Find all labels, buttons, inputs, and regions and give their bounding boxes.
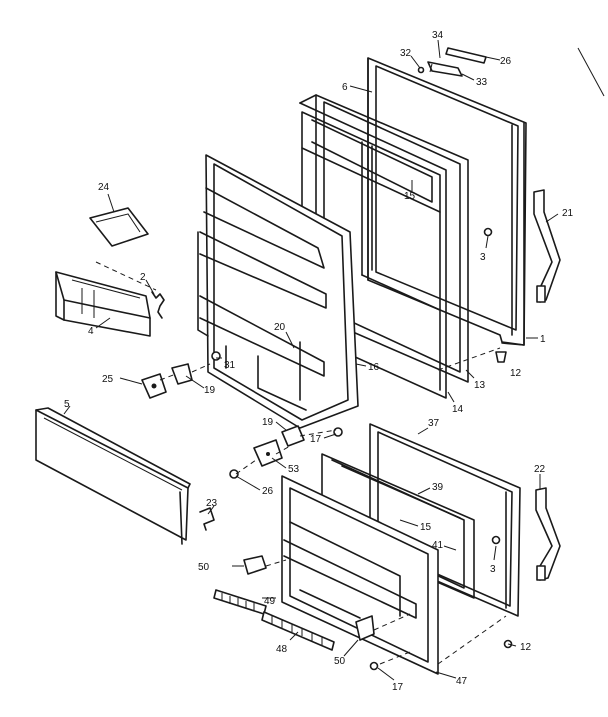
part-48-rail: [261, 611, 335, 651]
callout-25: 25: [102, 374, 114, 385]
callout-12: 12: [510, 368, 522, 379]
callout-21: 21: [562, 208, 574, 219]
part-5-front-panel: [35, 407, 191, 545]
upper-breaker-frame: [301, 111, 441, 391]
callout-12-lower: 12: [520, 642, 532, 653]
callout-16: 16: [368, 362, 380, 373]
callout-48: 48: [276, 644, 288, 655]
upper-hinge: [533, 189, 561, 303]
callout-53: 53: [288, 464, 300, 475]
part-50-hinge-upper: [243, 555, 267, 575]
door-top-trim: [417, 47, 487, 77]
callout-19-lower: 19: [262, 417, 274, 428]
part-25-bracket: [141, 373, 167, 399]
upper-door-inner-liner: [197, 154, 359, 429]
part-24-cover: [89, 207, 149, 247]
callout-24: 24: [98, 182, 110, 193]
callout-labels: 34 32 26 33 6 15 21 3 1 12 13 14 16 24 2…: [64, 30, 574, 693]
callout-50-upper: 50: [198, 562, 210, 573]
part-50-hinge-lower: [355, 615, 375, 641]
callout-39: 39: [432, 482, 444, 493]
part-49-rail: [213, 589, 267, 615]
callout-13: 13: [474, 380, 486, 391]
callout-17-lower: 17: [392, 682, 404, 693]
callout-1: 1: [540, 334, 546, 345]
callout-32: 32: [400, 48, 412, 59]
part-19-bracket-lower: [281, 425, 305, 447]
callout-31: 31: [224, 360, 236, 371]
part-19-bracket-upper: [171, 363, 193, 385]
callout-17-upper: 17: [310, 434, 322, 445]
assembly-lines: [95, 261, 507, 665]
part-2-spring: [151, 291, 165, 319]
callout-3: 3: [480, 252, 486, 263]
part-4-bin: [55, 271, 151, 337]
callout-26: 26: [500, 56, 512, 67]
callout-5: 5: [64, 399, 70, 410]
part-53-hinge-block: [253, 439, 283, 467]
callout-3-lower: 3: [490, 564, 496, 575]
callout-20: 20: [274, 322, 286, 333]
callout-19-upper: 19: [204, 385, 216, 396]
upper-door-outer-panel: [367, 57, 527, 346]
callout-33: 33: [476, 77, 488, 88]
callout-22: 22: [534, 464, 546, 475]
callout-15: 15: [404, 191, 416, 202]
callout-34: 34: [432, 30, 444, 41]
leader-lines: [63, 39, 559, 681]
lower-door-inner-liner: [281, 475, 439, 675]
callout-4: 4: [88, 326, 94, 337]
lower-hinge: [535, 487, 561, 581]
callout-47: 47: [456, 676, 468, 687]
callout-23: 23: [206, 498, 218, 509]
part-23-clip: [199, 507, 215, 531]
callout-2: 2: [140, 272, 146, 283]
callout-26-lower: 26: [262, 486, 274, 497]
callout-41: 41: [432, 540, 444, 551]
corner-mark: [577, 47, 605, 97]
callout-14: 14: [452, 404, 464, 415]
callout-15-lower: 15: [420, 522, 432, 533]
callout-50-lower: 50: [334, 656, 346, 667]
screws: [211, 227, 513, 671]
callout-37: 37: [428, 418, 440, 429]
callout-49: 49: [264, 596, 276, 607]
callout-6: 6: [342, 82, 348, 93]
